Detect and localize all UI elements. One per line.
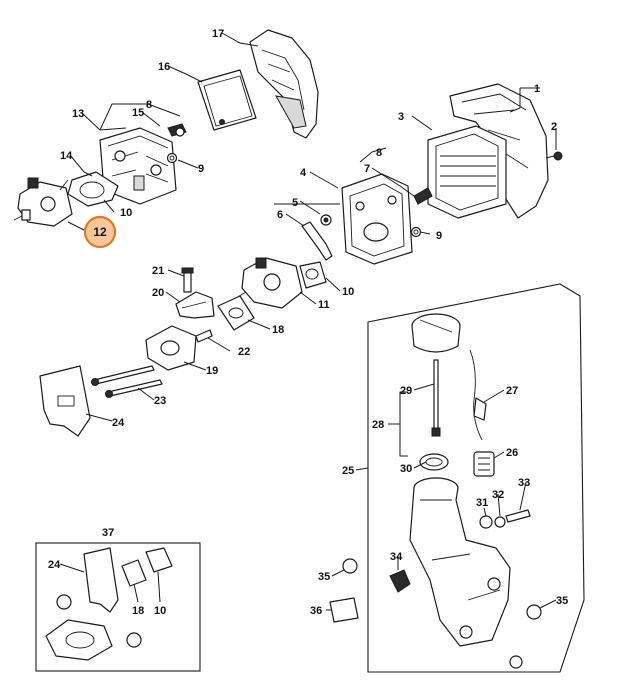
part-filter-26[interactable]	[473, 451, 495, 477]
callout-35b[interactable]: 35	[556, 595, 568, 607]
highlight-label: 12	[93, 225, 107, 239]
callout-9a[interactable]: 9	[198, 163, 204, 175]
part-strainer-29[interactable]	[431, 359, 441, 437]
part-nut-9a[interactable]	[166, 152, 178, 164]
part-carburetor-11[interactable]	[235, 257, 303, 309]
part-bracket-20[interactable]	[175, 291, 215, 319]
part-screw-15[interactable]	[167, 123, 187, 137]
callout-10b[interactable]: 10	[342, 286, 354, 298]
kit-gasket-10[interactable]	[145, 547, 173, 573]
kit-plate-24[interactable]	[83, 547, 119, 613]
callout-36[interactable]: 36	[310, 605, 322, 617]
leader-lines	[59, 32, 557, 611]
callout-8b[interactable]: 8	[376, 147, 382, 159]
part-shroud[interactable]	[249, 29, 319, 139]
callout-37[interactable]: 37	[102, 527, 114, 539]
part-label-36[interactable]	[329, 597, 359, 623]
part-tank-25[interactable]	[409, 477, 511, 647]
part-grommet-31[interactable]	[479, 515, 493, 529]
callout-18b[interactable]: 18	[132, 605, 144, 617]
callout-8a[interactable]: 8	[146, 99, 152, 111]
kit-gasket-large[interactable]	[45, 619, 113, 661]
part-screw-33[interactable]	[505, 509, 531, 523]
part-cap-35b[interactable]	[526, 604, 542, 620]
kit-ring-left[interactable]	[56, 594, 72, 610]
callout-labels: 17 16 1 3 2 13 8 15 9 14 10 4 8 7 5 6 9 …	[48, 28, 568, 617]
part-screw-2[interactable]	[545, 151, 563, 161]
part-screw-22[interactable]	[195, 329, 213, 343]
callout-11[interactable]: 11	[318, 299, 330, 311]
callout-3[interactable]: 3	[398, 111, 404, 123]
callout-23[interactable]: 23	[154, 395, 166, 407]
callout-13[interactable]: 13	[72, 108, 84, 120]
part-lever-7[interactable]	[413, 187, 433, 205]
part-gasket-10b[interactable]	[299, 261, 327, 289]
callout-18[interactable]: 18	[272, 324, 284, 336]
part-carb-housing-13[interactable]	[99, 127, 177, 205]
kit-gasket-18[interactable]	[121, 559, 147, 587]
callout-9b[interactable]: 9	[436, 230, 442, 242]
part-rod-6[interactable]	[301, 221, 333, 261]
callout-22[interactable]: 22	[238, 346, 250, 358]
callout-4[interactable]: 4	[300, 167, 307, 179]
part-long-screws-23[interactable]	[91, 365, 163, 398]
callout-6[interactable]: 6	[277, 209, 283, 221]
callout-33[interactable]: 33	[518, 477, 530, 489]
part-intake-19[interactable]	[145, 325, 197, 371]
callout-5[interactable]: 5	[292, 197, 298, 209]
part-clip-34[interactable]	[389, 569, 411, 593]
callout-21[interactable]: 21	[152, 265, 164, 277]
callout-17[interactable]: 17	[212, 28, 224, 40]
callout-15[interactable]: 15	[132, 107, 144, 119]
part-nut-9b[interactable]	[410, 226, 422, 238]
callout-10c[interactable]: 10	[154, 605, 166, 617]
part-carburetor-12[interactable]	[13, 177, 73, 227]
kit-frame	[35, 542, 201, 672]
part-fuel-line-27[interactable]	[469, 349, 487, 441]
part-bolt-21[interactable]	[181, 267, 194, 293]
callout-24a[interactable]: 24	[112, 417, 125, 429]
part-cap-35a[interactable]	[342, 558, 358, 574]
tank-frame	[367, 283, 585, 673]
callout-24b[interactable]: 24	[48, 559, 61, 571]
part-plate-24[interactable]	[39, 365, 91, 437]
callout-10a[interactable]: 10	[120, 207, 132, 219]
callout-26[interactable]: 26	[506, 447, 518, 459]
part-filter-16[interactable]	[197, 69, 257, 131]
part-washer-32[interactable]	[494, 516, 506, 528]
part-grommet-5[interactable]	[320, 214, 332, 226]
highlight-callout-12[interactable]: 12	[83, 215, 117, 249]
callout-14[interactable]: 14	[60, 150, 73, 162]
callout-31[interactable]: 31	[476, 497, 488, 509]
callout-30[interactable]: 30	[400, 463, 412, 475]
kit-ring-right[interactable]	[126, 632, 142, 648]
callout-32[interactable]: 32	[492, 489, 504, 501]
callout-16[interactable]: 16	[158, 61, 170, 73]
part-cap-bottom[interactable]	[509, 655, 523, 669]
callout-1[interactable]: 1	[534, 83, 540, 95]
callout-29[interactable]: 29	[400, 385, 412, 397]
part-gasket-30[interactable]	[419, 453, 449, 471]
callout-34[interactable]: 34	[390, 551, 403, 563]
callout-2[interactable]: 2	[551, 121, 557, 133]
highlight-circle	[83, 215, 117, 249]
part-fuel-cap-28[interactable]	[411, 313, 461, 353]
part-air-filter-3[interactable]	[427, 125, 507, 219]
callout-28[interactable]: 28	[372, 419, 384, 431]
callout-27[interactable]: 27	[506, 385, 518, 397]
callout-19[interactable]: 19	[206, 365, 218, 377]
callout-25[interactable]: 25	[342, 465, 354, 477]
callout-20[interactable]: 20	[152, 287, 164, 299]
callout-7[interactable]: 7	[364, 163, 370, 175]
part-gasket-18[interactable]	[217, 295, 255, 331]
callout-35a[interactable]: 35	[318, 571, 330, 583]
